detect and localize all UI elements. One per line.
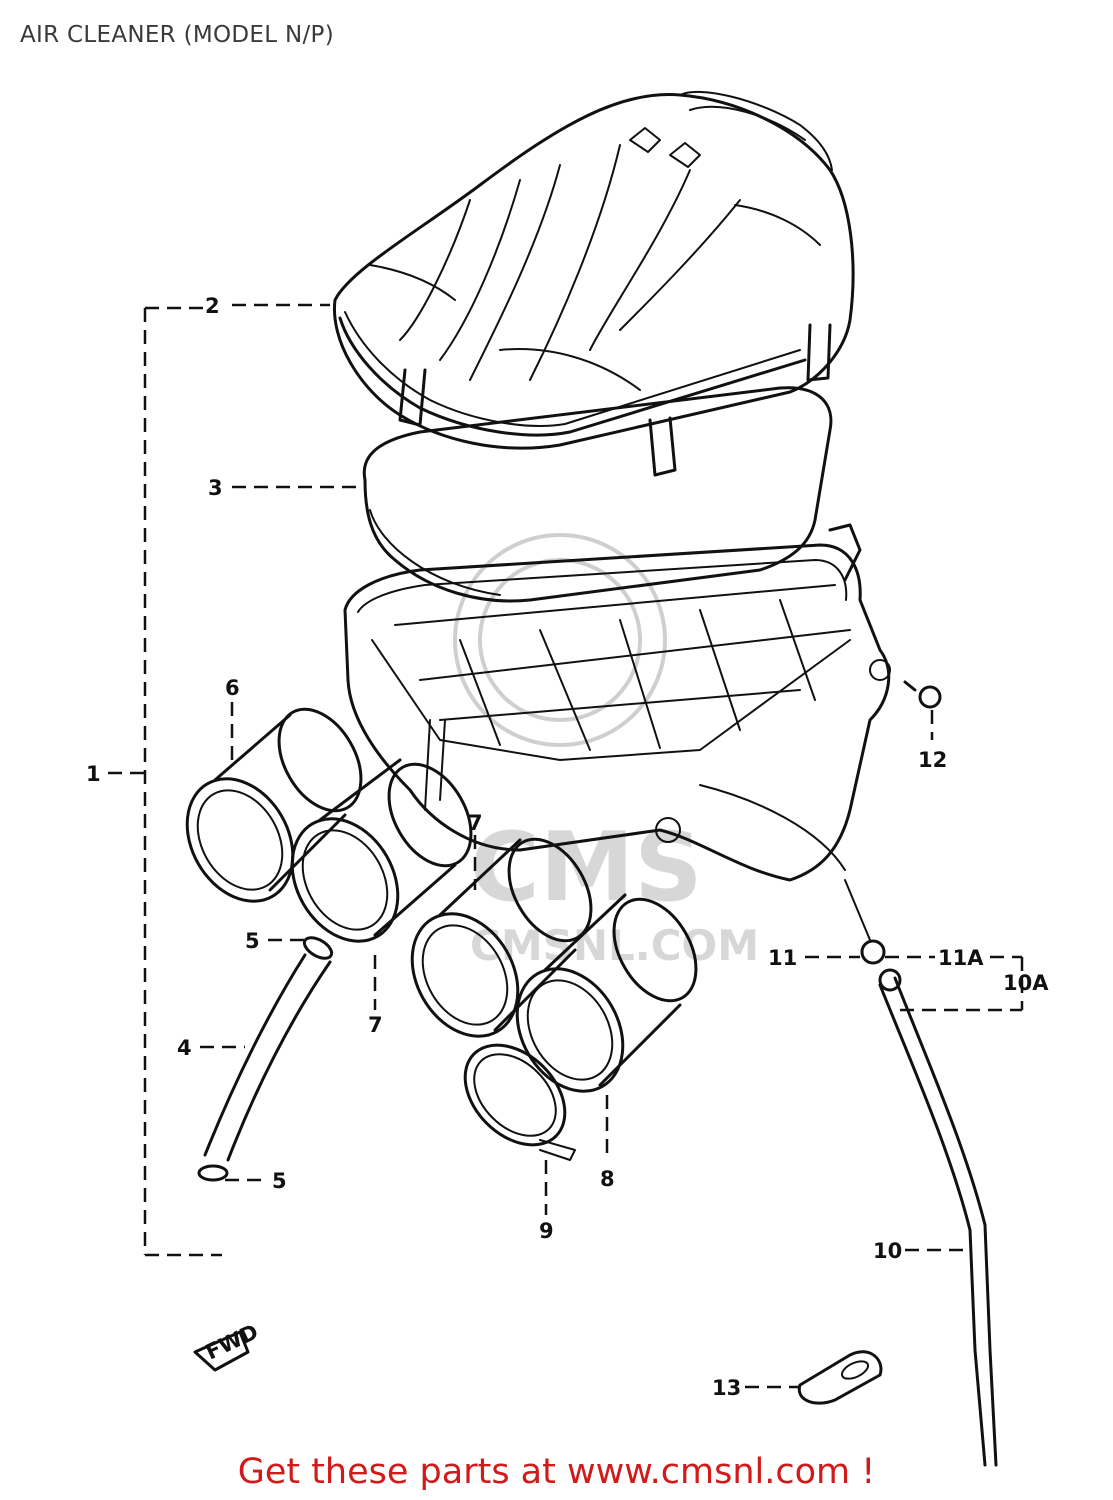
- label-4: 4: [177, 1036, 192, 1060]
- label-13: 13: [712, 1376, 741, 1400]
- label-7-lower: 7: [368, 1013, 383, 1037]
- footer-link-text: Get these parts at www.cmsnl.com !: [237, 1452, 876, 1492]
- label-7-upper: 7: [468, 811, 483, 835]
- label-8: 8: [600, 1167, 615, 1191]
- label-11: 11: [768, 946, 797, 970]
- label-6: 6: [225, 676, 240, 700]
- page-title: AIR CLEANER (MODEL N/P): [20, 22, 334, 48]
- label-11a: 11A: [938, 946, 984, 970]
- label-1: 1: [86, 762, 101, 786]
- forward-arrow-label: FWD: [202, 1320, 262, 1365]
- label-5-lower: 5: [272, 1169, 287, 1193]
- label-10: 10: [873, 1239, 902, 1263]
- label-9: 9: [539, 1219, 554, 1243]
- part-5-clip-lower: [197, 1164, 229, 1182]
- label-5-upper: 5: [245, 929, 260, 953]
- part-11-clip: [860, 939, 886, 965]
- leader-lines: [108, 303, 970, 1389]
- part-10-breather-tube: [878, 968, 998, 1467]
- part-5-clip-upper: [302, 936, 334, 960]
- part-3-filter-element: [362, 386, 833, 603]
- part-1-bracket: [143, 306, 222, 1257]
- part-9-clamp: [463, 1043, 576, 1161]
- forward-arrow: FWD: [193, 1320, 262, 1372]
- part-10a-bracket: [900, 955, 1024, 1012]
- part-labels: 1 2 3 4 5 5 6 7 7 8 9 10 10A 11 11A 12 1…: [86, 294, 1049, 1400]
- part-6-intake-boot: [185, 707, 363, 903]
- label-2: 2: [205, 294, 220, 318]
- part-4-drain-hose: [203, 953, 332, 1162]
- part-2-cover: [332, 90, 855, 477]
- watermark-text: CMS: [470, 813, 703, 923]
- label-10a: 10A: [1003, 971, 1049, 995]
- part-12-screw: [903, 680, 942, 709]
- part-1-case: [343, 523, 891, 882]
- part-7-intake-boot: [290, 758, 473, 943]
- part-13-clamp: [797, 1350, 883, 1405]
- label-12: 12: [918, 748, 947, 772]
- label-3: 3: [208, 476, 223, 500]
